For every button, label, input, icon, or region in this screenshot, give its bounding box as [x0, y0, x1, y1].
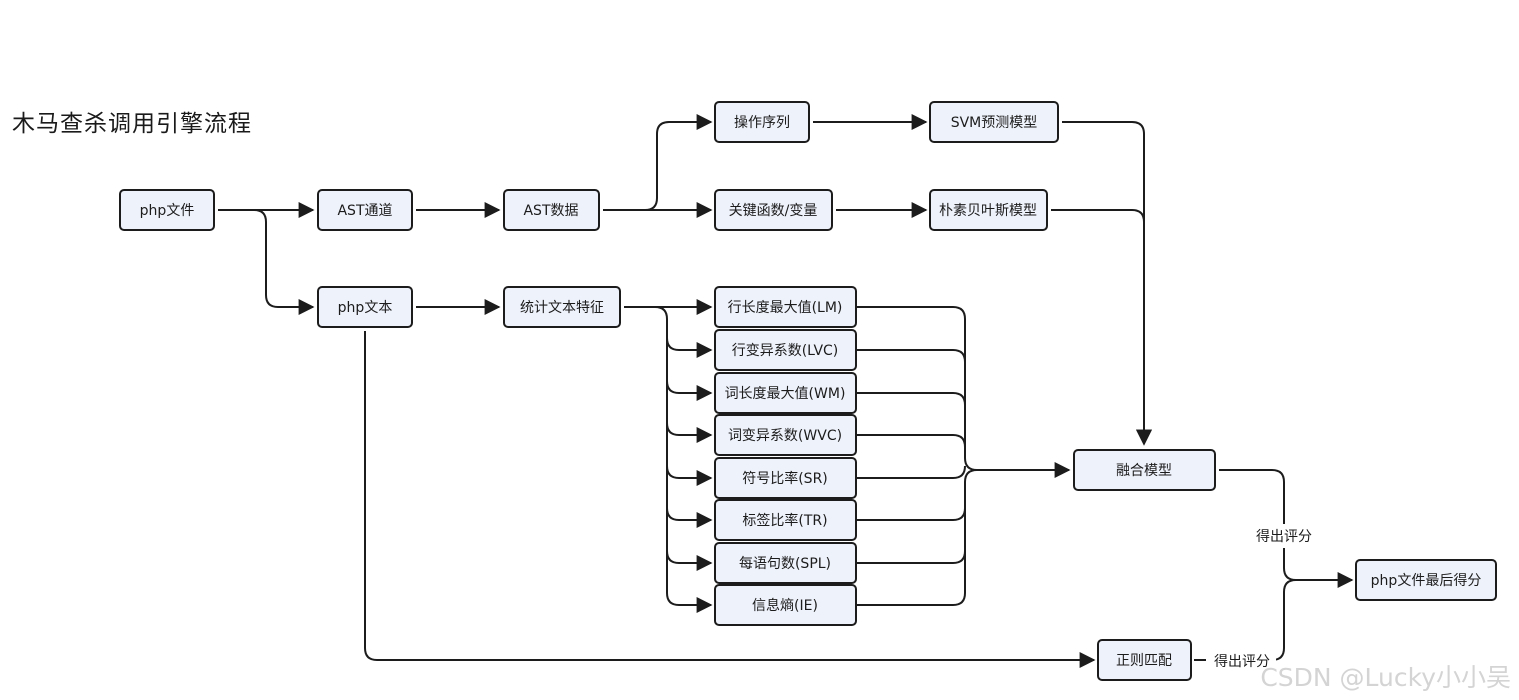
node-label: php文件: [140, 203, 195, 219]
node-label: AST通道: [337, 203, 392, 219]
node-stat-feat: 统计文本特征: [503, 286, 621, 328]
node-wvc: 词变异系数(WVC): [714, 414, 857, 456]
edge-tr-fusion: [857, 482, 966, 521]
node-regex: 正则匹配: [1097, 639, 1192, 681]
node-op-seq: 操作序列: [714, 101, 810, 143]
node-label: 符号比率(SR): [742, 470, 828, 487]
edge-stat-ie: [666, 551, 713, 613]
edge-spl-fusion: [857, 482, 966, 564]
edge-wvc-fusion: [857, 434, 966, 448]
edge-label-bg: [1206, 648, 1276, 672]
node-spl: 每语句数(SPL): [714, 542, 857, 584]
page-title: 木马查杀调用引擎流程: [12, 111, 252, 137]
edge-phpfile-phptext: [218, 209, 315, 315]
edge-stat-tr: [666, 466, 713, 528]
edge-stat-sr: [666, 423, 713, 486]
edge-svm-fusion: [1062, 121, 1152, 446]
node-label: 标签比率(TR): [742, 512, 827, 529]
node-lm: 行长度最大值(LM): [714, 286, 857, 328]
watermark: CSDN @Lucky小小吴: [1260, 663, 1511, 692]
node-label: 行变异系数(LVC): [732, 343, 839, 359]
node-label: 关键函数/变量: [729, 203, 818, 219]
node-fusion: 融合模型: [1073, 449, 1216, 491]
node-label: 词变异系数(WVC): [728, 428, 842, 444]
node-php-file: php文件: [119, 189, 215, 231]
node-label: 行长度最大值(LM): [728, 300, 843, 316]
node-bayes: 朴素贝叶斯模型: [929, 189, 1048, 231]
node-label: AST数据: [523, 203, 578, 219]
edge-stat-lvc: [624, 306, 713, 358]
edge-stat-wvc: [666, 381, 713, 443]
node-ast-channel: AST通道: [317, 189, 413, 231]
node-ie: 信息熵(IE): [714, 584, 857, 626]
node-label: 正则匹配: [1116, 653, 1172, 669]
node-label: 词长度最大值(WM): [725, 386, 846, 402]
node-ast-data: AST数据: [503, 189, 600, 231]
node-label: 操作序列: [734, 115, 790, 131]
node-lvc: 行变异系数(LVC): [714, 329, 857, 371]
node-label: 朴素贝叶斯模型: [939, 203, 1037, 219]
node-label: php文本: [338, 300, 393, 316]
node-wm: 词长度最大值(WM): [714, 372, 857, 414]
edge-phptext-regex: [364, 331, 1096, 668]
edge-lvc-fusion: [857, 349, 966, 363]
edge-bayes-fusion: [1051, 209, 1152, 446]
edge-ie-fusion: [857, 469, 978, 606]
edge-label-fusion-final: 得出评分: [1256, 528, 1312, 545]
node-label: 统计文本特征: [520, 300, 604, 316]
node-label: 融合模型: [1116, 463, 1172, 479]
node-final: php文件最后得分: [1355, 559, 1497, 601]
edge-stat-spl: [666, 508, 713, 571]
edge-label-regex-final: 得出评分: [1214, 653, 1270, 670]
node-sr: 符号比率(SR): [714, 457, 857, 499]
node-label: 每语句数(SPL): [739, 556, 831, 572]
node-php-text: php文本: [317, 286, 413, 328]
node-svm: SVM预测模型: [929, 101, 1059, 143]
node-label: SVM预测模型: [951, 115, 1038, 131]
node-label: 信息熵(IE): [752, 597, 818, 614]
node-label: php文件最后得分: [1371, 572, 1482, 589]
edge-label-regex-final-group: 得出评分: [1206, 648, 1276, 672]
edge-lm-fusion: [857, 306, 1071, 478]
edge-sr-fusion: [857, 465, 966, 479]
edge-label-bg: [1250, 524, 1318, 548]
edge-regex-final: [1194, 579, 1297, 661]
node-tr: 标签比率(TR): [714, 499, 857, 541]
edge-astdata-opseq: [603, 114, 713, 211]
edge-stat-wm: [666, 338, 713, 401]
edge-wm-fusion: [857, 392, 966, 406]
node-key-func: 关键函数/变量: [714, 189, 833, 231]
edge-label-fusion-final-group: 得出评分: [1250, 524, 1318, 548]
